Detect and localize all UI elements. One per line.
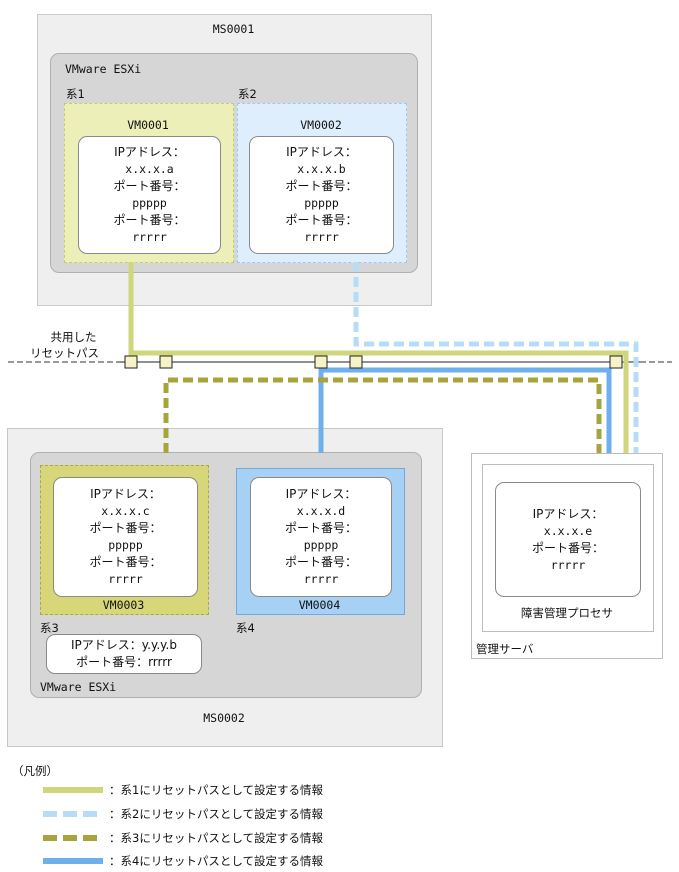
ip-value: x.x.x.c — [101, 504, 150, 518]
ip-label: IPアドレス： — [285, 487, 357, 501]
connector-node — [124, 355, 138, 369]
legend-swatch-sys4 — [43, 858, 103, 864]
group-label-sys1: 系1 — [66, 87, 85, 101]
legend-text: ：系1にリセットパスとして設定する情報 — [109, 783, 323, 797]
ip-value: x.x.x.b — [297, 162, 346, 176]
port-label: ポート番号： — [285, 179, 358, 193]
ip-label: IPアドレス： — [532, 506, 604, 521]
sys3-ip: IPアドレス：y.y.y.b — [70, 638, 177, 652]
port-value: ppppp — [303, 538, 339, 552]
sys3-port: ポート番号：rrrrr — [76, 655, 172, 669]
port-value: rrrrr — [303, 572, 339, 586]
legend-swatch-sys3 — [43, 835, 103, 841]
fault-processor-label: 障害管理プロセサ — [521, 606, 613, 620]
esxi-host-2-label: VMware ESXi — [40, 680, 117, 694]
port-label: ポート番号： — [113, 213, 186, 227]
ip-value: x.x.x.a — [125, 162, 174, 176]
ms0002-title: MS0002 — [203, 711, 245, 725]
port-value: ppppp — [108, 538, 143, 552]
port-value: rrrrr — [550, 557, 586, 572]
mgmt-info-card: IPアドレス： x.x.x.e ポート番号： rrrrr — [495, 482, 641, 597]
legend-text: ：系2にリセットパスとして設定する情報 — [109, 807, 323, 821]
port-label: ポート番号： — [89, 555, 162, 569]
legend-text: ：系4にリセットパスとして設定する情報 — [109, 854, 323, 868]
connector-node — [609, 355, 623, 369]
port-label: ポート番号： — [285, 213, 358, 227]
ip-value: x.x.x.d — [296, 504, 346, 518]
legend-item-sys3: ：系3にリセットパスとして設定する情報 — [43, 830, 323, 846]
vm0002-info-card: IPアドレス： x.x.x.b ポート番号： ppppp ポート番号： rrrr… — [249, 136, 394, 254]
group-label-sys3: 系3 — [40, 621, 59, 635]
ip-label: IPアドレス： — [114, 145, 185, 159]
vm0001-name: VM0001 — [127, 118, 169, 132]
port-label: ポート番号： — [89, 521, 162, 535]
port-value: rrrrr — [108, 572, 143, 586]
shared-reset-path-label: 共用した リセットパス — [30, 329, 99, 361]
legend-item-sys1: ：系1にリセットパスとして設定する情報 — [43, 782, 323, 798]
vm0004-name: VM0004 — [298, 598, 341, 612]
port-label: ポート番号： — [284, 555, 357, 569]
sys4-reset-path — [318, 367, 612, 453]
port-value: ppppp — [132, 196, 167, 210]
port-label: ポート番号： — [113, 179, 186, 193]
port-label: ポート番号： — [284, 521, 357, 535]
group-label-sys4: 系4 — [236, 621, 255, 635]
legend-swatch-sys1 — [43, 787, 103, 793]
ip-value: x.x.x.e — [543, 523, 593, 538]
vm0001-info-card: IPアドレス： x.x.x.a ポート番号： ppppp ポート番号： rrrr… — [78, 136, 221, 254]
connector-node — [349, 355, 363, 369]
sys2-reset-path — [353, 262, 639, 453]
vm0002-name: VM0002 — [300, 118, 342, 132]
port-value: rrrrr — [304, 230, 339, 244]
shared-reset-path-line2: リセットパス — [30, 346, 99, 360]
legend-item-sys4: ：系4にリセットパスとして設定する情報 — [43, 853, 323, 869]
sys3-info-card: IPアドレス：y.y.y.b ポート番号：rrrrr — [46, 634, 202, 674]
connector-node — [314, 355, 328, 369]
shared-reset-path-line1: 共用した — [50, 330, 97, 344]
connector-node — [159, 355, 173, 369]
ip-label: IPアドレス： — [90, 487, 161, 501]
group-label-sys2: 系2 — [238, 87, 257, 101]
port-value: rrrrr — [132, 230, 167, 244]
legend-title: （凡例） — [12, 764, 58, 778]
sys1-reset-path — [128, 262, 629, 453]
sys3-reset-path — [163, 377, 602, 453]
vm0003-name: VM0003 — [102, 598, 145, 612]
ms0001-title: MS0001 — [212, 22, 255, 36]
esxi-host-1-label: VMware ESXi — [65, 62, 142, 76]
legend-text: ：系3にリセットパスとして設定する情報 — [109, 831, 323, 845]
port-label: ポート番号： — [531, 540, 604, 555]
management-server-label: 管理サーバ — [476, 642, 534, 656]
legend-item-sys2: ：系2にリセットパスとして設定する情報 — [43, 806, 323, 822]
ip-label: IPアドレス： — [286, 145, 357, 159]
vm0004-info-card: IPアドレス： x.x.x.d ポート番号： ppppp ポート番号： rrrr… — [250, 477, 392, 597]
port-value: ppppp — [304, 196, 339, 210]
legend-swatch-sys2 — [43, 811, 103, 817]
vm0003-info-card: IPアドレス： x.x.x.c ポート番号： ppppp ポート番号： rrrr… — [53, 477, 198, 597]
